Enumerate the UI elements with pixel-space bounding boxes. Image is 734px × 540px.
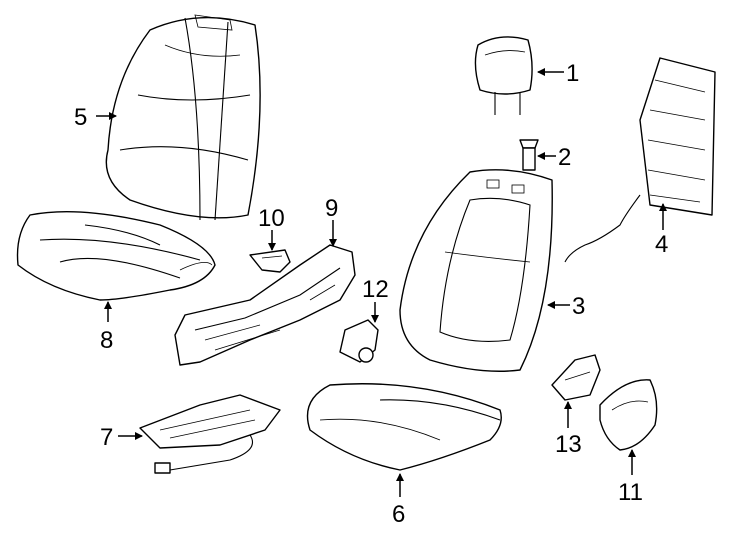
part-8-seat-cushion-cover (16, 210, 216, 301)
callout-9-label: 9 (325, 195, 338, 222)
part-2-guide (519, 139, 539, 171)
callout-8: 8 (100, 301, 113, 354)
callout-12-label: 12 (362, 276, 389, 303)
part-5-seat-back-cover (105, 14, 261, 221)
callout-6: 6 (392, 473, 405, 528)
callout-10: 10 (258, 205, 285, 251)
part-11-side-cover (599, 379, 658, 451)
callout-7: 7 (100, 424, 143, 451)
callout-2-label: 2 (558, 144, 571, 171)
part-10-bracket (249, 249, 291, 273)
callout-1: 1 (537, 60, 579, 87)
callout-11-label: 11 (618, 479, 643, 506)
part-6-seat-cushion (306, 383, 502, 471)
callout-1-label: 1 (566, 60, 579, 87)
callout-13-label: 13 (555, 431, 582, 458)
callout-4-label: 4 (655, 231, 668, 258)
callout-3-label: 3 (572, 293, 585, 320)
part-1-headrest (474, 36, 533, 115)
part-3-seat-back (399, 169, 553, 372)
callout-5: 5 (74, 104, 117, 131)
callout-2: 2 (537, 144, 571, 171)
callout-10-label: 10 (258, 205, 285, 232)
callout-5-label: 5 (74, 104, 87, 131)
part-9-side-trim (174, 244, 356, 366)
part-7-cushion-heater (139, 394, 281, 474)
callout-3: 3 (547, 293, 585, 320)
callout-6-label: 6 (392, 501, 405, 528)
part-12-switch (339, 319, 379, 363)
callout-4: 4 (655, 203, 668, 258)
callout-8-label: 8 (100, 327, 113, 354)
callout-13: 13 (555, 401, 582, 458)
part-13-bracket (551, 354, 601, 401)
callout-7-label: 7 (100, 424, 113, 451)
callout-11: 11 (618, 449, 643, 506)
part-4-heater (564, 57, 716, 263)
callout-9: 9 (325, 195, 338, 247)
callout-12: 12 (362, 276, 389, 323)
